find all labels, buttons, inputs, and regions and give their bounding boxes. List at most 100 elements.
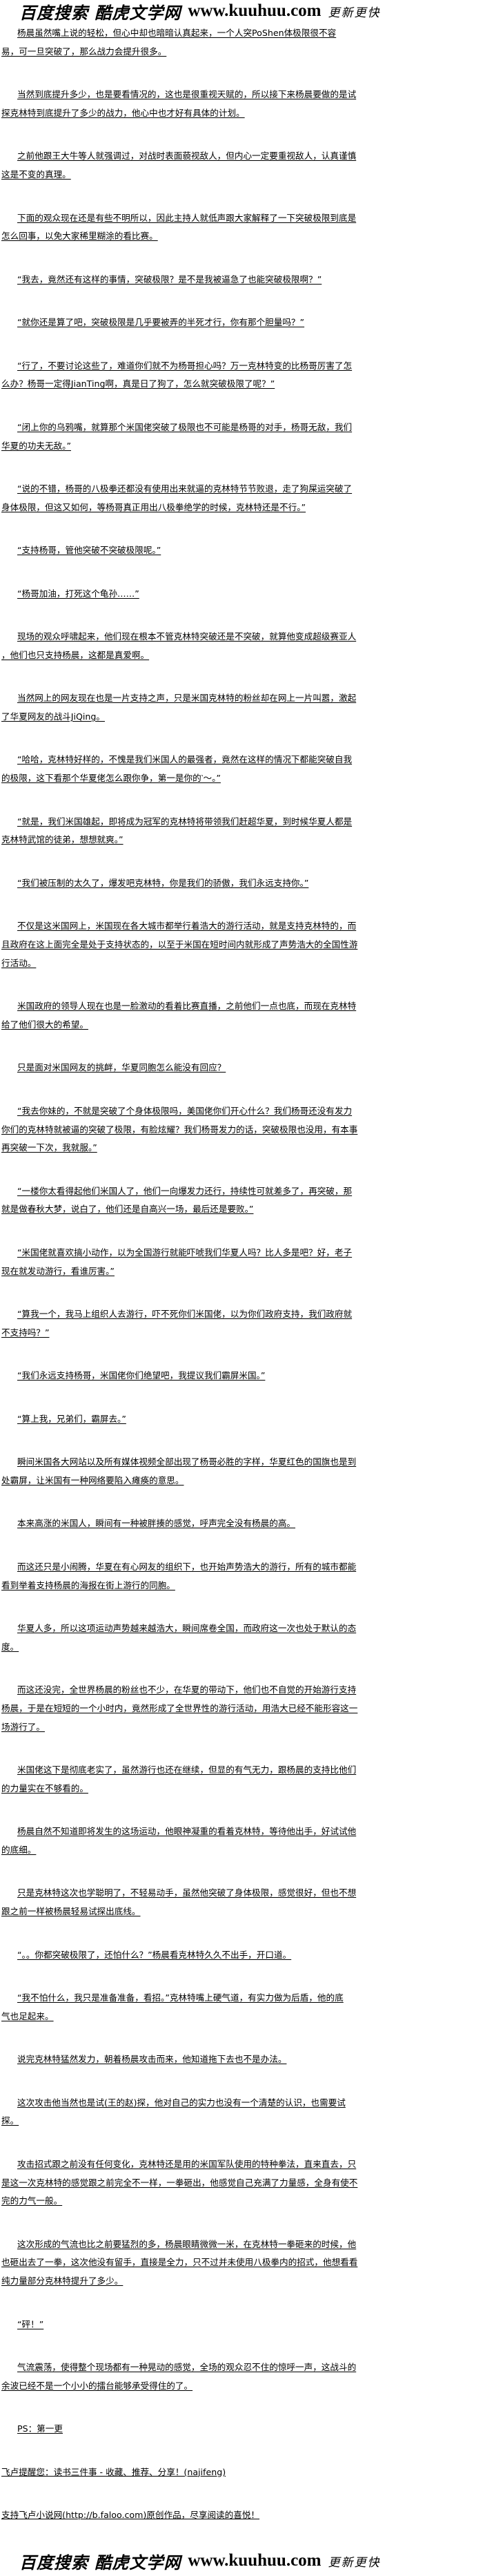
paragraph-line: “就是，我们米国雄起，即将成为冠军的克林特将带领我们赶超华夏，到时候华夏人都是 [17,816,353,827]
logo-url: www.kuuhuu.com [188,2551,322,2570]
paragraph-line: 的底细。 [1,1844,37,1855]
paragraph-line: “。。你都突破极限了，还怕什么？”杨晨看克林特久久不出手，开口道。 [17,1949,292,1960]
paragraph: “说的不错，杨哥的八极拳还都没有使用出来就逼的克林特节节败退，走了狗屎运突破了身… [1,480,360,517]
paragraph-line: 纯力量部分克林特提升了多少。 [1,2276,124,2287]
paragraph-line: 这是不变的真理。 [1,169,71,180]
paragraph-line: 不仅是这米国网上，米国现在各大城市都举行着浩大的游行活动，就是支持克林特的，而 [17,921,357,932]
paragraph: “。。你都突破极限了，还怕什么？”杨晨看克林特久久不出手，开口道。 [1,1946,360,1965]
paragraph-line: “算我一个，我马上组织人去游行，吓不死你们米国佬，以为你们政府支持，我们政府就 [17,1309,353,1320]
paragraph-line: 的极限，这下看那个华夏佬怎么跟你争，第一是你的‵～。” [1,773,221,784]
paragraph-line: 华夏的功夫无敌。” [1,440,71,451]
paragraph-line: 杨晨，于是在短短的一个小时内，竟然形成了全世界性的游行活动，用浩大已经不能形容这… [1,1702,358,1713]
chapter-paragraphs: 杨晨虽然嘴上说的轻松，但心中却也暗暗认真起来，一个人突PoShen体极限很不容易… [1,24,360,2439]
paragraph: 本来高涨的米国人，瞬间有一种被胖揍的感觉，呼声完全没有杨晨的高。 [1,1515,360,1533]
paragraph: “我去，竟然还有这样的事情，突破极限？是不是我被逼急了也能突破极限啊？” [1,271,360,289]
paragraph-line: 余波已经不是一个小小的擂台能够承受得住的了。 [1,2380,193,2391]
paragraph-line: 探克林特到底提升了多少的战力，他心中也才好有具体的计划。 [1,107,245,118]
paragraph: 华夏人多，所以这项运动声势越来越浩大，瞬间席卷全国，而政府这一次也处于默认的态度… [1,1619,360,1656]
paragraph-line: 了华夏网友的战斗JiQing。 [1,711,105,722]
paragraph: “哈哈，克林特好样的，不愧是我们米国人的最强者，竟然在这样的情况下都能突破自我的… [1,751,360,787]
paragraph-line: “算上我，兄弟们，霸屏去。” [17,1413,126,1424]
paragraph-line: 气流震荡，使得整个现场都有一种晃动的感觉，全场的观众忍不住的惊呼一声，这战斗的 [17,2362,357,2373]
paragraph: 而这还只是小闹腾，华夏在有心网友的组织下，也开始声势浩大的游行，所有的城市都能看… [1,1558,360,1595]
paragraph-line: 本来高涨的米国人，瞬间有一种被胖揍的感觉，呼声完全没有杨晨的高。 [17,1518,295,1529]
paragraph-line: “我们被压制的太久了，爆发吧克林特，你是我们的骄傲，我们永远支持你。” [17,877,309,888]
logo-url: www.kuuhuu.com [188,1,322,20]
chapter-content: 杨晨虽然嘴上说的轻松，但心中却也暗暗认真起来，一个人突PoShen体极限很不容易… [1,24,360,2550]
paragraph-line: 只是面对米国网友的挑衅，华夏同胞怎么能没有回应？ [17,1062,226,1073]
paragraph: “我去你妹的，不就是突破了个身体极限吗，美国佬你们开心什么？我们杨哥还没有发力你… [1,1102,360,1157]
paragraph: 米国佬这下是彻底老实了，虽然游行也还在继续，但显的有气无力，跟杨晨的支持比他们的… [1,1761,360,1798]
paragraph: 杨晨虽然嘴上说的轻松，但心中却也暗暗认真起来，一个人突PoShen体极限很不容易… [1,24,360,61]
paragraph: 瞬间米国各大网站以及所有媒体视频全部出现了杨哥必胜的字样，华夏红色的国旗也是到处… [1,1453,360,1490]
paragraph-line: “就你还是算了吧，突破极限是几乎要被弄的半死才行，你有那个胆量吗？” [17,317,305,328]
paragraph-line: 只是克林特这次也学聪明了，不轻易动手，虽然他突破了身体极限，感觉很好，但也不想 [17,1887,357,1899]
paragraph-line: 米国政府的领导人现在也是一脸激动的看着比赛直播，之前他们一点也底，而现在克林特 [17,1001,357,1012]
paragraph-line: “我去，竟然还有这样的事情，突破极限？是不是我被逼急了也能突破极限啊？” [17,273,322,285]
paragraph-line: 的力量实在不够看的。 [1,1782,88,1794]
paragraph: “算我一个，我马上组织人去游行，吓不死你们米国佬，以为你们政府支持，我们政府就不… [1,1305,360,1342]
site-logo-footer: 百度搜索 酷虎文学网 www.kuuhuu.com 更新更快 [19,2550,381,2573]
paragraph-line: 攻击招式跟之前没有任何变化，克林特还是用的米国军队使用的特种拳法，直来直去，只 [17,2158,357,2169]
paragraph-line: “我们永远支持杨哥，米国佬你们绝望吧，我提议我们霸屏米国。” [17,1370,266,1381]
paragraph-line: 处霸屏，让米国有一种网络要陷入瘫痪的意思。 [1,1474,184,1486]
paragraph-line: 且政府在这上面完全是处于支持状态的，以至于米国在短时间内就形成了声势浩大的全国性… [1,939,358,950]
logo-slogan: 更新更快 [328,2555,381,2570]
paragraph-line: 度。 [1,1641,19,1652]
paragraph: 杨晨自然不知道即将发生的这场运动，他眼神凝重的看着克林特，等待他出手，好试试他的… [1,1823,360,1859]
paragraph-line: “一楼你太看得起他们米国人了，他们一向爆发力还行，持续性可就差多了，再突破，那 [17,1185,353,1196]
logo-site-text: 百度搜索 酷虎文学网 [19,2552,181,2573]
paragraph: 之前他跟王大牛等人就强调过，对战时表面藐视敌人，但内心一定要重视敌人，认真谨慎这… [1,147,360,184]
paragraph-line: 跟之前一样被杨晨轻易试探出底线。 [1,1906,141,1917]
paragraph-line: 给了他们很大的希望。 [1,1019,88,1030]
paragraph-line: 身体极限，但这又如何，等杨哥真正用出八极拳绝学的时候，克林特还是不行。” [1,501,306,512]
paragraph-line: 气也足起来。 [1,2010,54,2021]
paragraph-line: 之前他跟王大牛等人就强调过，对战时表面藐视敌人，但内心一定要重视敌人，认真谨慎 [17,151,357,162]
paragraph: “杨哥加油，打死这个龟孙……” [1,585,360,604]
paragraph-line: 你们的克林特就被逼的突破了极限，有脸炫耀？我们杨哥发力的话，突破极限也没用，有本… [1,1124,358,1135]
paragraph-line: 说完克林特猛然发力，朝着杨晨攻击而来，他知道拖下去也不是办法。 [17,2054,287,2065]
paragraph-line: 华夏人多，所以这项运动声势越来越浩大，瞬间席卷全国，而政府这一次也处于默认的态 [17,1623,357,1633]
paragraph-line: 是这一次克林特的感觉跟之前完全不一样，一拳砸出，他感觉自己充满了力量感，全身有使… [1,2177,358,2188]
paragraph: 现场的观众呼啸起来，他们现在根本不管克林特突破还是不突破，就算他变成超级赛亚人，… [1,628,360,664]
logo-site-text: 百度搜索 酷虎文学网 [19,2,181,23]
paragraph-line: 当然网上的网友现在也是一片支持之声，只是米国克林特的粉丝却在网上一片叫嚣，激起 [17,693,357,704]
paragraph-line: “行了，不要讨论这些了，难道你们就不为杨哥担心吗？万一克林特变的比杨哥厉害了怎 [17,360,353,371]
paragraph: 下面的观众现在还是有些不明所以，因此主持人就低声跟大家解释了一下突破极限到底是怎… [1,209,360,246]
paragraph-line: 也砸出去了一拳，这次他没有留手，直接是全力，只不过并未使用八极拳内的招式，他想看… [1,2257,358,2268]
paragraph: 只是面对米国网友的挑衅，华夏同胞怎么能没有回应？ [1,1059,360,1077]
paragraph-line: 探。 [1,2115,19,2126]
paragraph: 攻击招式跟之前没有任何变化，克林特还是用的米国军队使用的特种拳法，直来直去，只是… [1,2155,360,2211]
paragraph: “米国佬就喜欢搞小动作，以为全国游行就能吓唬我们华夏人吗？比人多是吧？好，老子现… [1,1244,360,1280]
paragraph: “闭上你的乌鸦嘴，就算那个米国佬突破了极限也不可能是杨哥的对手，杨哥无敌，我们华… [1,419,360,455]
logo-slogan: 更新更快 [328,6,381,20]
paragraph: 只是克林特这次也学聪明了，不轻易动手，虽然他突破了身体极限，感觉很好，但也不想跟… [1,1884,360,1921]
paragraph-line: 行活动。 [1,957,37,968]
paragraph-line: 克林特武馆的徒弟，想想就爽。” [1,834,124,845]
paragraph-line: 易，可一旦突破了，那么战力会提升很多。 [1,46,167,57]
paragraph-line: “支持杨哥，管他突破不突破极限呢。” [17,545,161,556]
paragraph: “算上我，兄弟们，霸屏去。” [1,1410,360,1429]
paragraph: “就你还是算了吧，突破极限是几乎要被弄的半死才行，你有那个胆量吗？” [1,314,360,332]
paragraph: 当然网上的网友现在也是一片支持之声，只是米国克林特的粉丝却在网上一片叫嚣，激起了… [1,689,360,726]
paragraph-line: “米国佬就喜欢搞小动作，以为全国游行就能吓唬我们华夏人吗？比人多是吧？好，老子 [17,1247,353,1258]
paragraph: 这次形成的气流也比之前要猛烈的多，杨晨眼睛微微一米，在克林特一拳砸来的时候，他也… [1,2236,360,2291]
paragraph-line: 怎么回事，以免大家稀里糊涂的看比赛。 [1,231,158,242]
paragraph-line: 下面的观众现在还是有些不明所以，因此主持人就低声跟大家解释了一下突破极限到底是 [17,212,357,223]
paragraph-line: “哈哈，克林特好样的，不愧是我们米国人的最强者，竟然在这样的情况下都能突破自我 [17,754,353,765]
paragraph-line: 就是做春秋大梦，说白了，他们还是自高兴一场，最后还是要败。” [1,1204,254,1215]
paragraph-line: 现在就发动游行，看谁厉害。” [1,1265,115,1276]
paragraph-line: 而这还没完，全世界杨晨的粉丝也不少，在华夏的带动下，他们也不自觉的开始游行支持 [17,1684,357,1695]
reminder-note: 飞卢提醒您：读书三件事 - 收藏、推荐、分享！(najifeng) [1,2466,226,2477]
paragraph-line: 米国佬这下是彻底老实了，虽然游行也还在继续，但显的有气无力，跟杨晨的支持比他们 [17,1765,357,1776]
paragraph-line: 这次攻击他当然也是试(王的赵)探，他对自己的实力也没有一个清楚的认识，也需要试 [17,2097,346,2108]
paragraph-line: 瞬间米国各大网站以及所有媒体视频全部出现了杨哥必胜的字样，华夏红色的国旗也是到 [17,1457,357,1468]
paragraph: “一楼你太看得起他们米国人了，他们一向爆发力还行，持续性可就差多了，再突破，那就… [1,1182,360,1219]
paragraph: “就是，我们米国雄起，即将成为冠军的克林特将带领我们赶超华夏，到时候华夏人都是克… [1,813,360,849]
paragraph-line: “说的不错，杨哥的八极拳还都没有使用出来就逼的克林特节节败退，走了狗屎运突破了 [17,483,353,494]
paragraph-line: “杨哥加油，打死这个龟孙……” [17,588,139,599]
paragraph: “我们被压制的太久了，爆发吧克林特，你是我们的骄傲，我们永远支持你。” [1,874,360,893]
paragraph: 不仅是这米国网上，米国现在各大城市都举行着浩大的游行活动，就是支持克林特的，而且… [1,917,360,972]
paragraph-line: 么办？杨哥一定得JianTing啊，真是日了狗了，怎么就突破极限了呢？” [1,378,275,390]
paragraph-line: 场游行了。 [1,1721,45,1732]
